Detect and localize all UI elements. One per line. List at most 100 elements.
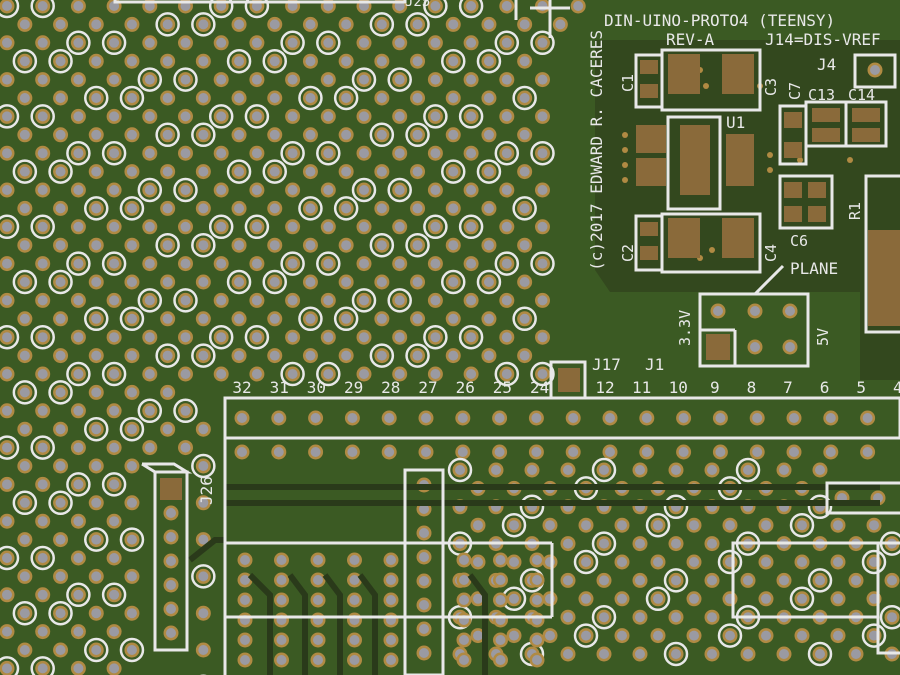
via-hole-outlined [48, 269, 73, 295]
via-hole-outlined [530, 140, 555, 166]
via-hole [427, 366, 443, 382]
right-header-outline [825, 481, 900, 515]
via-hole [106, 550, 122, 566]
via-hole [418, 444, 434, 460]
via-hole-outlined [663, 641, 689, 667]
via-hole [237, 612, 253, 628]
via-hole [124, 16, 140, 32]
via-hole [70, 403, 86, 419]
via-hole-outlined [351, 288, 377, 313]
via-hole [776, 646, 792, 662]
via-hole [163, 625, 179, 641]
via-hole [124, 237, 140, 253]
via-hole [383, 592, 399, 608]
via-hole [338, 164, 354, 180]
via-hole [463, 182, 479, 198]
via-hole [178, 35, 193, 51]
via-hole [860, 444, 876, 460]
via-hole [274, 632, 289, 648]
via-hole-outlined [101, 140, 127, 166]
via-hole [830, 628, 846, 644]
via-hole [344, 444, 360, 460]
via-hole [529, 592, 545, 608]
via-hole [747, 339, 763, 355]
via-hole [632, 462, 648, 478]
trace-down-3 [322, 573, 343, 675]
via-hole-outlined [405, 232, 430, 258]
via-hole [302, 16, 318, 32]
via-hole [383, 612, 399, 628]
via-hole [267, 237, 283, 253]
pin-number-label: 29 [344, 378, 363, 397]
via-hole-outlined [244, 104, 270, 129]
via-hole [356, 366, 372, 382]
via-hole [106, 219, 122, 235]
via-hole [302, 127, 318, 143]
via-hole [456, 612, 472, 628]
via-hole [160, 90, 176, 106]
via-hole [356, 35, 372, 51]
u1-tab [680, 125, 710, 195]
via-hole [308, 410, 324, 426]
via-hole [493, 612, 508, 628]
via-hole [456, 592, 472, 608]
via-hole [249, 182, 265, 198]
via-hole [632, 646, 648, 662]
via-hole-outlined [789, 586, 815, 612]
via-hole [88, 568, 104, 584]
via-hole [17, 421, 33, 437]
via-hole [160, 421, 176, 437]
c3-pad-left [668, 54, 700, 94]
via-hole-outlined [501, 512, 527, 538]
trace-down-2 [287, 573, 308, 675]
via-hole-outlined [66, 140, 91, 166]
via-hole [302, 164, 318, 180]
via-hole [53, 532, 69, 548]
via-hole [410, 164, 426, 180]
via-hole [427, 256, 443, 272]
small-via [622, 177, 628, 183]
via-hole [35, 366, 51, 382]
trace-group [188, 484, 880, 675]
c3-pad-right [722, 54, 754, 94]
via-hole [722, 591, 738, 607]
via-hole [427, 72, 443, 88]
via-hole [124, 384, 140, 400]
via-hole [237, 572, 253, 588]
via-hole [614, 517, 630, 533]
via-hole-outlined [423, 104, 448, 129]
via-hole [356, 256, 372, 272]
pin-number-label: 8 [747, 378, 757, 397]
via-hole [142, 440, 158, 456]
via-hole [53, 458, 69, 474]
c13-pad-a [812, 108, 840, 122]
via-hole [302, 53, 318, 69]
label-c7: C7 [786, 82, 804, 100]
via-hole-outlined [0, 324, 20, 350]
via-hole [542, 628, 558, 644]
via-hole [163, 601, 179, 617]
via-hole [53, 90, 69, 106]
via-hole [499, 72, 515, 88]
via-hole [392, 329, 408, 345]
via-hole [70, 0, 86, 14]
via-hole [499, 0, 515, 14]
plane-leader [753, 264, 785, 296]
via-hole [106, 440, 122, 456]
via-hole-outlined [591, 531, 617, 556]
label-r1: R1 [846, 202, 864, 220]
via-hole-outlined [405, 122, 430, 148]
via-hole [596, 572, 612, 588]
via-hole [142, 256, 158, 272]
via-hole [271, 444, 287, 460]
via-hole [142, 145, 158, 161]
via-hole-outlined [369, 343, 395, 368]
via-hole [347, 552, 362, 568]
via-hole [35, 256, 51, 272]
label-3v3: 3.3V [676, 310, 694, 346]
via-hole [374, 53, 390, 69]
via-hole [106, 513, 122, 529]
plane-square-pad [706, 334, 730, 360]
via-hole [686, 628, 702, 644]
r1-pad [868, 230, 900, 326]
